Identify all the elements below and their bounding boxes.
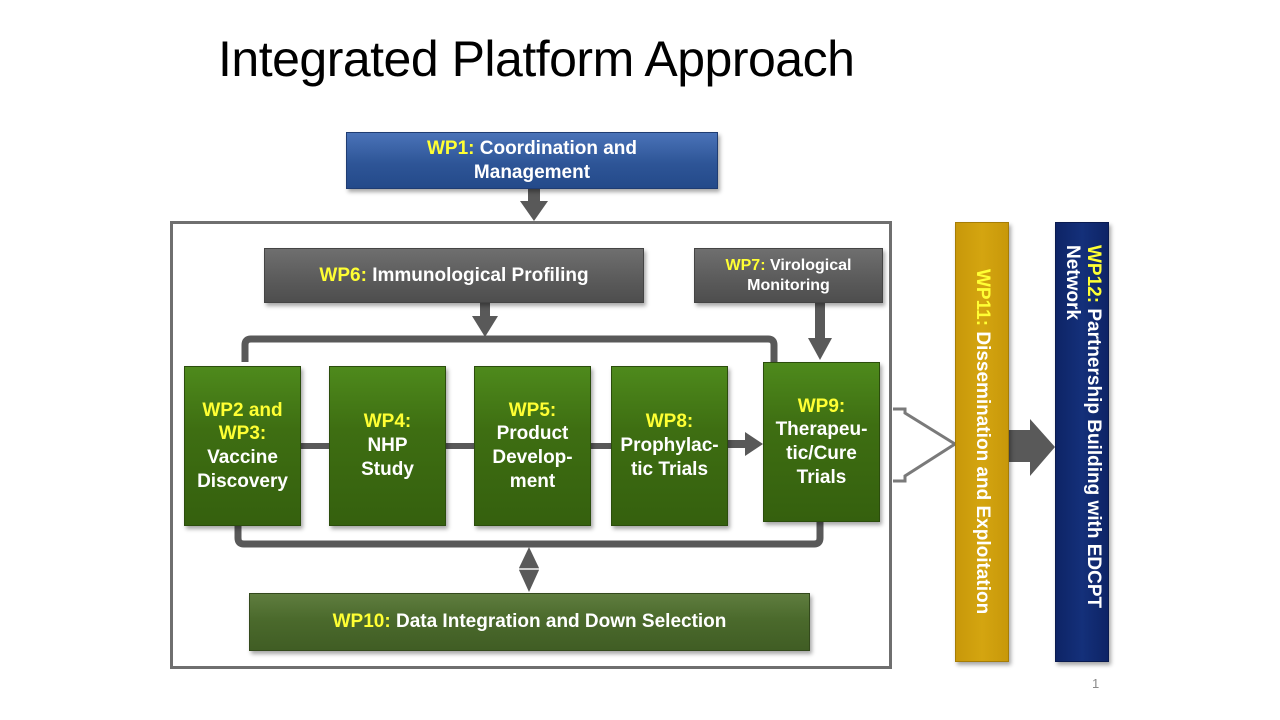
wp10-box[interactable]: WP10: Data Integration and Down Selectio… (249, 593, 810, 651)
wp12-key: WP12: (1082, 245, 1104, 304)
wp2-wp3-key: WP2 and WP3: (202, 399, 283, 445)
arrow-wp11-to-wp12 (1009, 419, 1055, 476)
page-number: 1 (1092, 676, 1100, 691)
arrow-wp7-to-wp9 (808, 303, 832, 360)
wp8-key: WP8: (645, 411, 694, 433)
wp9-key: WP9: (797, 395, 846, 417)
double-arrow-wp10 (519, 547, 539, 592)
wp11-text: Dissemination and Exploitation (971, 331, 993, 615)
wp9-box[interactable]: WP9: Therapeu-tic/Cure Trials (763, 362, 880, 522)
wp5-key: WP5: (508, 399, 557, 421)
wp7-box[interactable]: WP7: Virological Monitoring (694, 248, 883, 303)
wp1-box[interactable]: WP1: Coordination and Management (346, 132, 718, 189)
wp11-box[interactable]: WP11: Dissemination and Exploitation (955, 222, 1009, 662)
wp7-text: Virological Monitoring (747, 256, 852, 294)
wp12-box[interactable]: WP12: Partnership Building with EDCPT Ne… (1055, 222, 1109, 662)
wp4-box[interactable]: WP4: NHP Study (329, 366, 446, 526)
platform-frame (170, 221, 892, 669)
wp4-key: WP4: (363, 411, 412, 433)
link-wp2-wp4 (301, 443, 331, 449)
wp8-text: Prophylac-tic Trials (620, 435, 719, 480)
slide-title: Integrated Platform Approach (218, 31, 855, 87)
wp10-key: WP10: (332, 611, 391, 633)
wp5-text: Product Develop-ment (492, 423, 573, 492)
wp6-box[interactable]: WP6: Immunological Profiling (264, 248, 644, 303)
bottom-bracket-connector (234, 522, 824, 548)
wp4-text: NHP Study (361, 435, 414, 480)
arrow-wp8-to-wp9 (725, 432, 763, 456)
link-wp5-wp8 (590, 443, 612, 449)
wp1-key: WP1: (426, 137, 475, 159)
wp2-wp3-text: Vaccine Discovery (197, 447, 288, 492)
wp1-text: Coordination and Management (473, 137, 638, 183)
hollow-arrow-outline (893, 407, 958, 483)
wp9-text: Therapeu-tic/Cure Trials (775, 419, 868, 488)
link-wp4-wp5 (445, 443, 475, 449)
wp6-text: Immunological Profiling (372, 264, 589, 286)
wp2-wp3-box[interactable]: WP2 and WP3: Vaccine Discovery (184, 366, 301, 526)
wp8-box[interactable]: WP8: Prophylac-tic Trials (611, 366, 728, 526)
wp11-key: WP11: (971, 269, 993, 327)
wp12-text: Partnership Building with EDCPT Network (1062, 245, 1104, 609)
wp7-key: WP7: (725, 256, 766, 274)
arrow-wp6-to-pipeline (472, 303, 498, 337)
arrow-wp1-to-platform (520, 189, 548, 221)
wp10-text: Data Integration and Down Selection (395, 611, 727, 633)
wp6-key: WP6: (319, 264, 367, 286)
top-bracket-connector (241, 335, 778, 362)
wp5-box[interactable]: WP5: Product Develop-ment (474, 366, 591, 526)
